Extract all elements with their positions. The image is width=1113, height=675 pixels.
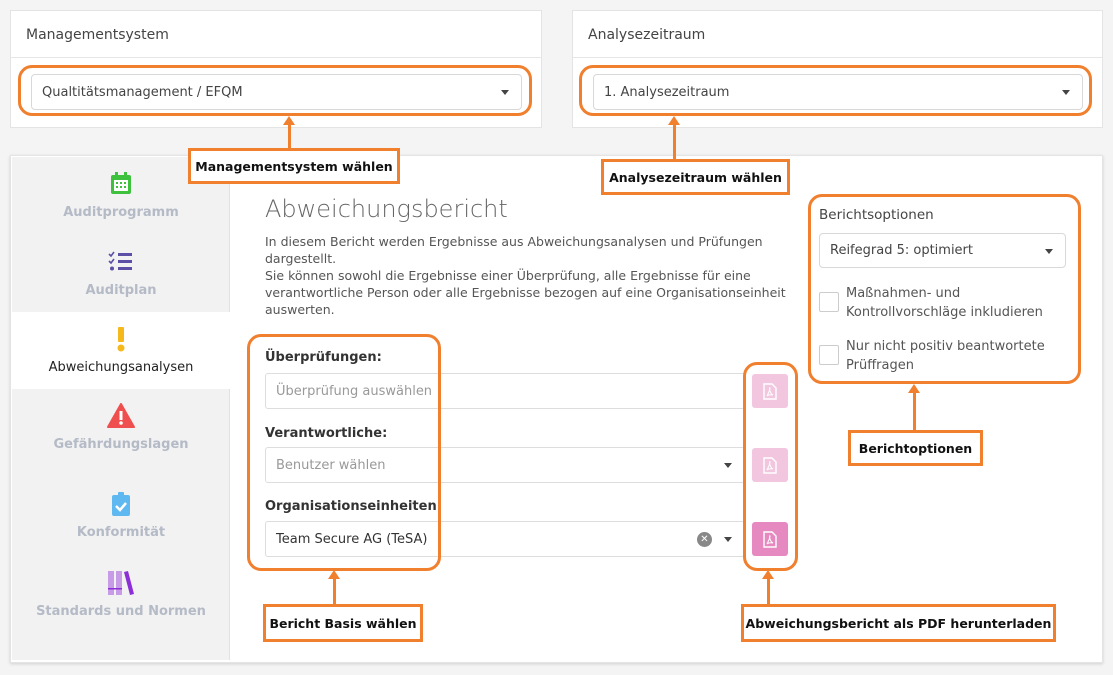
selected-value: Team Secure AG (TeSA) xyxy=(276,531,428,547)
page-title: Abweichungsbericht xyxy=(265,195,508,223)
highlight-period xyxy=(579,65,1092,116)
checklist-icon xyxy=(108,251,132,271)
management-select[interactable]: Qualtitätsmanagement / EFQM xyxy=(31,74,522,110)
organisationseinheiten-label: Organisationseinheiten: xyxy=(265,499,442,514)
highlight-pdf xyxy=(743,362,798,571)
sidebar-item-label: Auditprogramm xyxy=(63,205,179,220)
sidebar-item-label: Konformität xyxy=(76,525,166,540)
management-card: Managementsystem Qualtitätsmanagement / … xyxy=(10,10,542,128)
period-select[interactable]: 1. Analysezeitraum xyxy=(593,74,1083,110)
pdf-button-organisation[interactable] xyxy=(752,522,788,556)
pdf-icon xyxy=(763,382,777,400)
sidebar: Auditprogramm Auditplan Abweichungsanaly… xyxy=(12,157,230,660)
report-description: In diesem Bericht werden Ergebnisse aus … xyxy=(265,233,795,318)
pdf-button-ueberpruefung[interactable] xyxy=(752,374,788,408)
checkbox-massnahmen[interactable] xyxy=(819,292,839,312)
clear-icon[interactable]: ✕ xyxy=(697,532,712,547)
ueberpruefungen-label: Überprüfungen: xyxy=(265,350,382,365)
period-card: Analysezeitraum 1. Analysezeitraum xyxy=(572,10,1103,128)
callout-management: Managementsystem wählen xyxy=(188,148,400,184)
clipboard-check-icon xyxy=(112,492,130,516)
caret-down-icon xyxy=(1062,90,1070,95)
pdf-icon xyxy=(763,530,777,548)
ueberpruefung-input[interactable]: Überprüfung auswählen xyxy=(265,373,745,409)
period-value: 1. Analysezeitraum xyxy=(604,84,730,100)
sidebar-item-konformitaet[interactable]: Konformität xyxy=(12,491,230,561)
caret-down-icon xyxy=(1045,248,1053,254)
arrow-up-icon xyxy=(668,116,680,159)
arrow-up-icon xyxy=(762,570,774,605)
organisationseinheit-select[interactable]: Team Secure AG (TeSA) ✕ xyxy=(265,521,745,557)
placeholder: Benutzer wählen xyxy=(276,457,386,473)
description-line: In diesem Bericht werden Ergebnisse aus … xyxy=(265,234,763,266)
benutzer-select[interactable]: Benutzer wählen xyxy=(265,447,745,483)
caret-down-icon xyxy=(724,537,732,542)
placeholder: Überprüfung auswählen xyxy=(276,383,433,399)
books-icon xyxy=(108,571,134,595)
pdf-button-verantwortliche[interactable] xyxy=(752,448,788,482)
maturity-value: Reifegrad 5: optimiert xyxy=(830,243,973,258)
checkbox-label: Maßnahmen- und Kontrollvorschläge inklud… xyxy=(846,286,1043,320)
sidebar-item-label: Auditplan xyxy=(85,283,157,298)
callout-period: Analysezeitraum wählen xyxy=(601,159,790,195)
caret-down-icon xyxy=(501,90,509,95)
sidebar-item-label: Standards und Normen xyxy=(36,604,206,619)
exclamation-icon xyxy=(117,327,125,352)
arrow-up-icon xyxy=(328,570,340,605)
management-title: Managementsystem xyxy=(26,27,169,43)
callout-options: Berichtoptionen xyxy=(848,430,983,466)
arrow-up-icon xyxy=(283,116,295,149)
arrow-up-icon xyxy=(908,384,920,431)
sidebar-item-gefaehrdungslagen[interactable]: Gefährdungslagen xyxy=(12,403,230,473)
sidebar-item-standards[interactable]: Standards und Normen xyxy=(12,570,230,640)
highlight-management xyxy=(18,65,532,116)
period-title: Analysezeitraum xyxy=(588,27,706,43)
sidebar-item-auditprogramm[interactable]: Auditprogramm xyxy=(12,171,230,241)
checkbox-nicht-positiv[interactable] xyxy=(819,345,839,365)
sidebar-item-label: Gefährdungslagen xyxy=(53,437,189,452)
sidebar-item-auditplan[interactable]: Auditplan xyxy=(12,249,230,319)
verantwortliche-label: Verantwortliche: xyxy=(265,426,388,441)
pdf-icon xyxy=(763,456,777,474)
callout-basis: Bericht Basis wählen xyxy=(263,604,423,642)
sidebar-item-abweichungsanalysen[interactable]: Abweichungsanalysen xyxy=(12,312,230,389)
warning-icon xyxy=(107,403,135,428)
callout-pdf: Abweichungsbericht als PDF herunterladen xyxy=(741,604,1056,642)
options-title: Berichtsoptionen xyxy=(819,207,934,223)
highlight-options xyxy=(808,194,1081,384)
sidebar-item-label: Abweichungsanalysen xyxy=(48,360,194,375)
description-line: Sie können sowohl die Ergebnisse einer Ü… xyxy=(265,268,786,317)
checkbox-label: Nur nicht positiv beantwortete Prüffrage… xyxy=(846,339,1045,373)
caret-down-icon xyxy=(724,463,732,468)
calendar-icon xyxy=(111,172,131,194)
highlight-basis xyxy=(247,334,441,571)
management-value: Qualtitätsmanagement / EFQM xyxy=(42,84,243,100)
maturity-select[interactable]: Reifegrad 5: optimiert xyxy=(819,233,1066,268)
